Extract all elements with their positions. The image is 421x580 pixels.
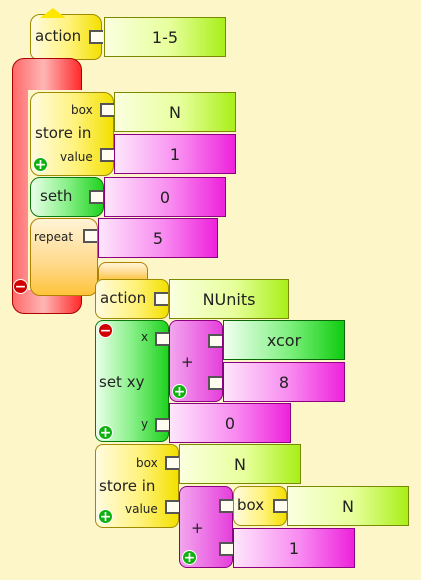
- box-name-input-2[interactable]: N: [179, 444, 301, 484]
- repeat-label: repeat: [34, 230, 74, 244]
- repeat-block[interactable]: [30, 218, 98, 296]
- repeat-block-tab: [98, 262, 148, 280]
- setxy-x-label: x: [141, 330, 149, 344]
- value-socket-1: [100, 148, 114, 162]
- value-input-1[interactable]: 1: [114, 134, 236, 174]
- setxy-plus-socket-2: [208, 376, 222, 390]
- seth-input[interactable]: 0: [104, 177, 226, 217]
- box-reporter-input[interactable]: N: [287, 486, 409, 526]
- box-reporter-label: box: [237, 496, 265, 514]
- setxy-expand-icon[interactable]: +: [98, 424, 113, 441]
- action-block-top-hat: [40, 8, 66, 18]
- box-label-1: box: [71, 103, 93, 117]
- seth-socket: [89, 190, 103, 204]
- clamp-remove-icon[interactable]: −: [13, 278, 28, 295]
- seth-label: seth: [40, 187, 73, 205]
- store-in-expand-icon-2[interactable]: +: [98, 508, 113, 525]
- setxy-plus-label: +: [181, 353, 194, 371]
- store-in-label-2: store in: [99, 477, 156, 495]
- setxy-y-socket: [155, 418, 169, 432]
- box-reporter-block[interactable]: [233, 486, 287, 526]
- box-name-input-1[interactable]: N: [114, 92, 236, 132]
- value-label-2: value: [125, 502, 158, 516]
- action-name-input-2[interactable]: NUnits: [169, 279, 289, 319]
- store-plus-label: +: [191, 519, 204, 537]
- action-socket: [89, 30, 103, 44]
- y-input[interactable]: 0: [169, 403, 291, 443]
- store-plus-socket-1: [219, 499, 233, 513]
- add-value-input[interactable]: 1: [233, 528, 355, 568]
- store-in-expand-icon-1[interactable]: +: [33, 156, 48, 173]
- action-label: action: [35, 27, 82, 45]
- setxy-x-socket: [155, 332, 169, 346]
- box-label-2: box: [136, 456, 158, 470]
- value-socket-2: [165, 500, 179, 514]
- box-socket-2: [165, 456, 179, 470]
- store-in-label-1: store in: [35, 124, 92, 142]
- box-socket-1: [100, 103, 114, 117]
- action-name-input[interactable]: 1-5: [104, 17, 226, 57]
- xcor-input[interactable]: xcor: [223, 320, 345, 360]
- setxy-y-label: y: [141, 417, 149, 431]
- setxy-remove-icon[interactable]: −: [98, 322, 113, 339]
- store-plus-socket-2: [219, 542, 233, 556]
- store-plus-expand-icon[interactable]: +: [182, 549, 197, 566]
- setxy-plus-expand-icon[interactable]: +: [172, 383, 187, 400]
- box-reporter-socket: [273, 499, 287, 513]
- setxy-plus-socket-1: [208, 334, 222, 348]
- value-label-1: value: [60, 150, 93, 164]
- repeat-count-input[interactable]: 5: [98, 218, 218, 258]
- action-label-2: action: [100, 289, 147, 307]
- x-add-input[interactable]: 8: [223, 362, 345, 402]
- setxy-label: set xy: [99, 373, 145, 391]
- action-socket-2: [154, 292, 168, 306]
- repeat-socket: [83, 229, 97, 243]
